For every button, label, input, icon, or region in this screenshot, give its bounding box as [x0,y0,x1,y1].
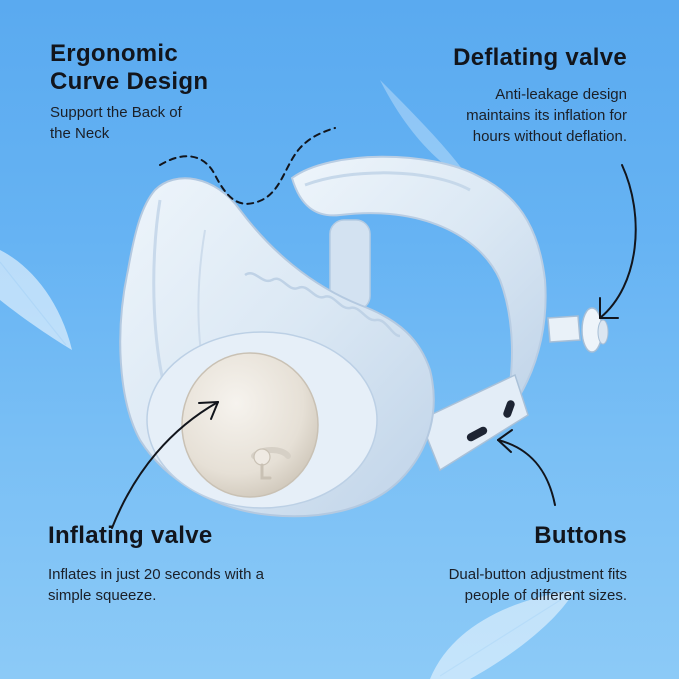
callout-description: Dual-button adjustment fits people of di… [347,564,627,606]
callout-title: Ergonomic Curve Design [50,40,310,96]
callout-deflating-valve: Deflating valve Anti-leakage design main… [327,44,627,147]
feather-icon [0,250,72,350]
callout-title-line: Ergonomic [50,40,179,67]
callout-description: Support the Back of the Neck [50,102,310,144]
inflating-valve [181,352,319,498]
callout-description-line: Dual-button adjustment fits [448,566,627,583]
callout-description-line: Support the Back of [50,104,182,121]
callout-description-line: Inflates in just 20 seconds with a [48,566,264,583]
callout-description-line: simple squeeze. [48,587,157,604]
callout-title-line: Curve Design [50,68,209,95]
feather-icon [380,80,470,180]
deflating-valve [547,307,609,353]
curve-indicator-dashed [159,127,336,205]
feather-icon [430,590,575,679]
arrow-icon-deflating [599,164,637,319]
callout-title: Inflating valve [48,522,213,549]
callout-description-line: Anti-leakage design [495,86,627,103]
callout-ergonomic-curve: Ergonomic Curve Design Support the Back … [50,40,310,144]
callout-buttons: Buttons Dual-button adjustment fits peop… [347,522,627,606]
arrow-icon-inflating [111,401,219,529]
callout-description-line: the Neck [50,125,110,142]
buttons-strap [419,373,529,472]
callout-description: Inflates in just 20 seconds with a simpl… [48,564,348,606]
callout-title: Buttons [534,522,627,549]
callout-title: Deflating valve [453,44,627,71]
callout-description-line: hours without deflation. [472,128,627,145]
callout-description-line: maintains its inflation for [466,107,627,124]
callout-description-line: people of different sizes. [464,587,627,604]
callout-description: Anti-leakage design maintains its inflat… [327,84,627,147]
callout-inflating-valve: Inflating valve Inflates in just 20 seco… [48,522,348,606]
arrow-icon-buttons [497,429,556,506]
